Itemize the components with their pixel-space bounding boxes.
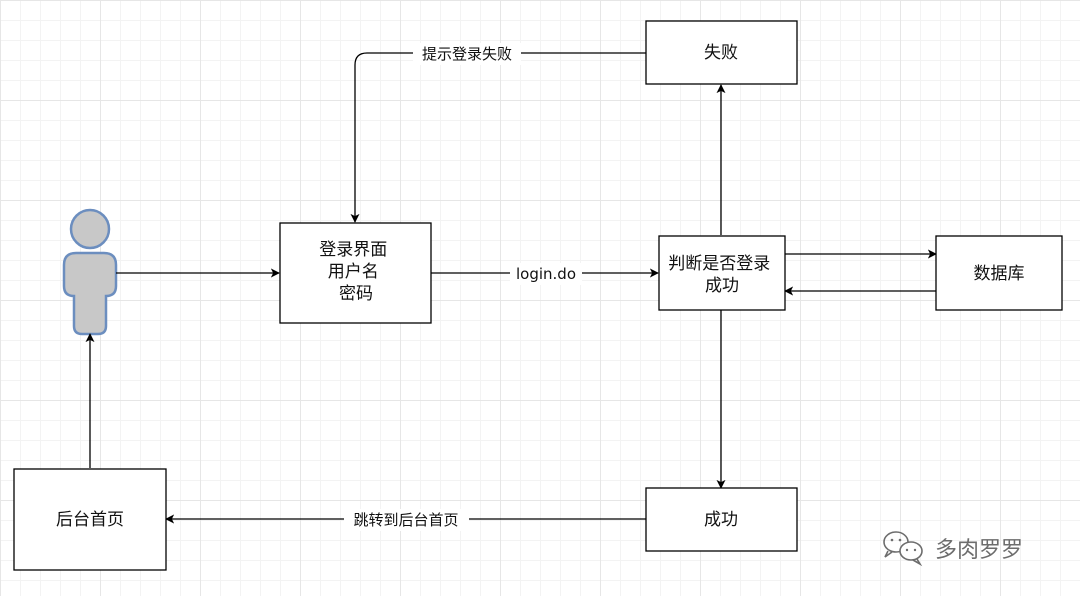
edge-success-to-home: 跳转到后台首页: [165, 509, 646, 531]
svg-text:判断是否登录 成功: 判断是否登录 成功: [668, 254, 775, 296]
node-database: 数据库: [935, 235, 1063, 311]
svg-text:后台首页: 后台首页: [56, 510, 124, 530]
node-login: 登录界面 用户名 密码: [279, 222, 432, 324]
node-success: 成功: [645, 487, 798, 552]
node-login-line-3: 密码: [339, 284, 373, 304]
node-home-label: 后台首页: [56, 510, 124, 530]
edge-label-prompt-fail: 提示登录失败: [422, 45, 512, 63]
node-judge-line-1: 判断是否登录: [668, 254, 770, 274]
edge-label-login-do: login.do: [516, 265, 576, 283]
node-judge-line-2: 成功: [705, 276, 739, 296]
edge-fail-to-login: 提示登录失败: [350, 43, 646, 223]
node-database-label: 数据库: [974, 264, 1025, 284]
node-login-line-1: 登录界面: [319, 240, 387, 260]
svg-text:数据库: 数据库: [974, 264, 1025, 284]
svg-text:失败: 失败: [704, 43, 738, 63]
edge-login-to-judge: login.do: [431, 263, 659, 285]
node-fail-label: 失败: [704, 43, 738, 63]
svg-text:登录界面 用户名 密码: 登录界面 用户名 密码: [319, 240, 392, 304]
svg-text:成功: 成功: [704, 510, 738, 530]
watermark: 多肉罗罗: [883, 531, 1023, 567]
node-fail: 失败: [645, 20, 798, 85]
node-judge: 判断是否登录 成功: [658, 235, 786, 311]
watermark-text: 多肉罗罗: [935, 538, 1023, 563]
node-home: 后台首页: [13, 468, 167, 571]
wechat-icon: [883, 531, 923, 567]
user-actor-icon: [62, 208, 118, 336]
node-success-label: 成功: [704, 510, 738, 530]
node-login-line-2: 用户名: [328, 262, 379, 282]
edge-label-jump-home: 跳转到后台首页: [353, 511, 458, 529]
